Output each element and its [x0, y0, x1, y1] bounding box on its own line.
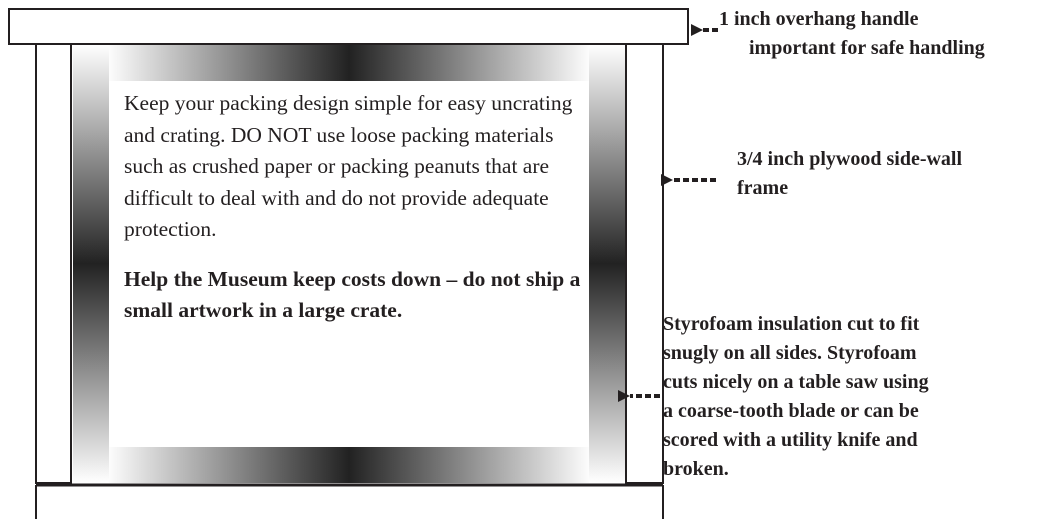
handle-callout-line2: important for safe handling — [749, 37, 985, 59]
styrofoam-callout-line4: a coarse-tooth blade or can be — [663, 400, 919, 422]
side-wall-callout-line1: 3/4 inch plywood side-wall — [737, 148, 963, 170]
styrofoam-callout-line5: scored with a utility knife and — [663, 429, 918, 451]
styrofoam-callout-line1: Styrofoam insulation cut to fit — [663, 313, 920, 335]
styrofoam-callout-line3: cuts nicely on a table saw using — [663, 371, 929, 393]
right-side-wall — [625, 43, 664, 484]
handle-callout-line1: 1 inch overhang handle — [719, 8, 919, 30]
side-wall-callout-line2: frame — [737, 177, 789, 199]
foam-left — [73, 45, 109, 483]
side-wall-callout: 3/4 inch plywood side-wall frame — [737, 145, 962, 203]
left-side-wall — [35, 43, 72, 484]
handle-callout: 1 inch overhang handle important for saf… — [719, 5, 985, 63]
foam-top — [106, 45, 592, 81]
packing-instructions-paragraph: Keep your packing design simple for easy… — [124, 91, 573, 241]
crate-lid-handle — [8, 8, 689, 45]
foam-bottom — [106, 447, 592, 483]
styrofoam-callout: Styrofoam insulation cut to fit snugly o… — [663, 310, 929, 484]
foam-right — [589, 45, 625, 483]
styrofoam-callout-line2: snugly on all sides. Styrofoam — [663, 342, 917, 364]
styrofoam-callout-line6: broken. — [663, 458, 729, 480]
cost-note: Help the Museum keep costs down – do not… — [124, 266, 581, 323]
packing-instructions: Keep your packing design simple for easy… — [124, 88, 589, 327]
